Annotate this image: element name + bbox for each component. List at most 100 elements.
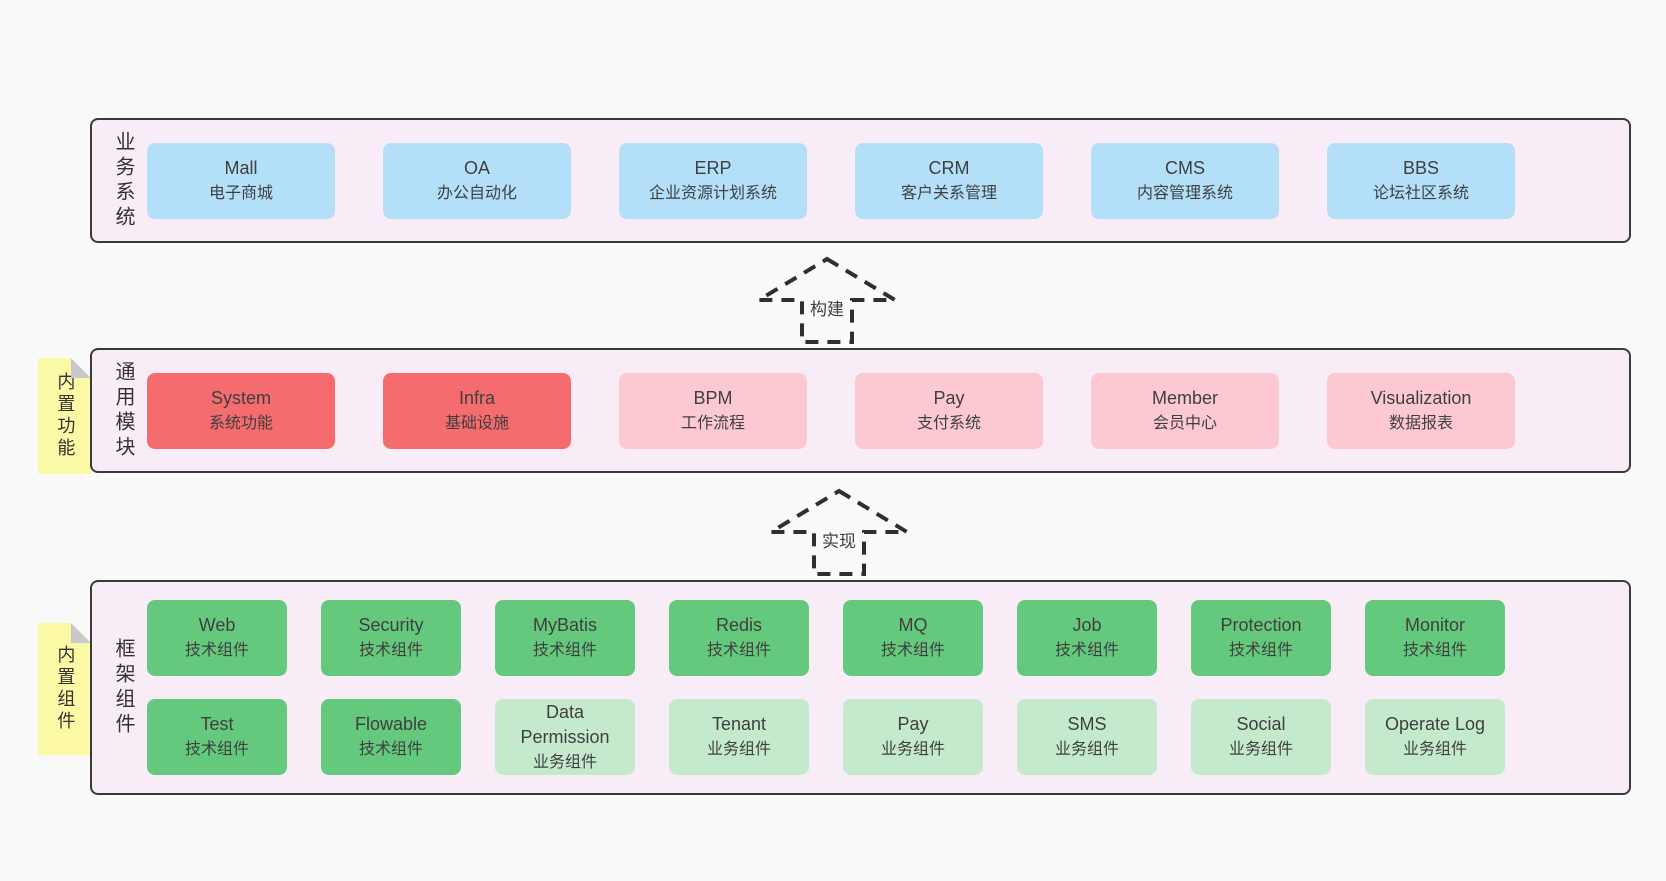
box-subtitle: 业务组件	[1228, 741, 1293, 758]
box-subtitle: 技术组件	[532, 642, 597, 659]
component-box: Infra 基础设施	[383, 372, 571, 449]
box-subtitle: 办公自动化	[436, 184, 517, 202]
component-box: Tenant 业务组件	[669, 699, 809, 775]
component-box: Web 技术组件	[147, 600, 287, 676]
box-title: Pay	[933, 387, 965, 408]
component-box: Pay 业务组件	[843, 699, 983, 775]
component-box: System 系统功能	[147, 372, 335, 449]
common-modules-label: 通用模块	[112, 360, 134, 461]
box-title: Web	[198, 615, 236, 635]
box-title: Infra	[458, 387, 496, 408]
box-title: Data Permission	[520, 701, 610, 747]
component-box: CMS 内容管理系统	[1091, 142, 1279, 219]
box-title: CMS	[1165, 157, 1205, 178]
business-systems-label: 业务系统	[112, 130, 134, 231]
box-title: OA	[463, 157, 490, 178]
built-in-features-note: 内置功能	[38, 358, 91, 474]
box-subtitle: 基础设施	[444, 414, 509, 432]
component-box: Data Permission 业务组件	[495, 699, 635, 775]
box-subtitle: 业务组件	[1402, 741, 1467, 758]
box-subtitle: 技术组件	[880, 642, 945, 659]
box-title: SMS	[1067, 714, 1107, 734]
common-modules-panel: 通用模块 System 系统功能 Infra 基础设施 BPM 工作流程 Pay 支付系统 Me…	[90, 348, 1631, 473]
box-subtitle: 系统功能	[208, 414, 273, 432]
box-subtitle: 技术组件	[358, 741, 423, 758]
box-title: ERP	[694, 157, 732, 178]
component-box: Social 业务组件	[1191, 699, 1331, 775]
box-title: System	[210, 387, 271, 408]
component-box: Operate Log 业务组件	[1365, 699, 1505, 775]
box-subtitle: 支付系统	[916, 414, 981, 432]
box-subtitle: 技术组件	[1054, 642, 1119, 659]
component-box: Test 技术组件	[147, 699, 287, 775]
component-box: Mall 电子商城	[147, 142, 335, 219]
box-title: MQ	[898, 615, 928, 635]
box-subtitle: 业务组件	[1054, 741, 1119, 758]
box-subtitle: 技术组件	[358, 642, 423, 659]
implement-arrow-label: 实现	[819, 526, 859, 553]
box-subtitle: 企业资源计划系统	[648, 184, 777, 202]
box-subtitle: 业务组件	[532, 753, 597, 771]
box-subtitle: 业务组件	[880, 741, 945, 758]
box-subtitle: 工作流程	[680, 414, 745, 432]
component-box: OA 办公自动化	[383, 142, 571, 219]
component-box: BPM 工作流程	[619, 372, 807, 449]
box-title: Mall	[224, 157, 258, 178]
build-arrow-label: 构建	[807, 294, 847, 321]
framework-components-label: 框架组件	[112, 637, 134, 738]
common-modules-row: System 系统功能 Infra 基础设施 BPM 工作流程 Pay 支付系统 Member 会…	[147, 372, 1629, 449]
folded-corner-icon	[71, 358, 91, 378]
box-subtitle: 论坛社区系统	[1372, 184, 1469, 202]
box-subtitle: 业务组件	[706, 741, 771, 758]
box-title: Operate Log	[1384, 714, 1486, 734]
box-title: Tenant	[711, 714, 767, 734]
box-title: Pay	[897, 714, 929, 734]
component-box: Protection 技术组件	[1191, 600, 1331, 676]
business-systems-row: Mall 电子商城 OA 办公自动化 ERP 企业资源计划系统 CRM 客户关系管理 CMS 内容…	[147, 142, 1629, 219]
box-title: Social	[1236, 714, 1286, 734]
implement-arrow: 实现	[764, 486, 914, 578]
component-box: SMS 业务组件	[1017, 699, 1157, 775]
box-subtitle: 技术组件	[1228, 642, 1293, 659]
box-subtitle: 技术组件	[706, 642, 771, 659]
box-subtitle: 数据报表	[1388, 414, 1453, 432]
box-subtitle: 客户关系管理	[900, 184, 997, 202]
built-in-components-note-label: 内置组件	[55, 645, 76, 733]
box-subtitle: 技术组件	[1402, 642, 1467, 659]
box-title: BPM	[693, 387, 733, 408]
box-subtitle: 技术组件	[184, 741, 249, 758]
dashed-up-arrow-icon	[764, 488, 914, 576]
component-box: Visualization 数据报表	[1327, 372, 1515, 449]
component-box: Redis 技术组件	[669, 600, 809, 676]
box-subtitle: 会员中心	[1152, 414, 1217, 432]
built-in-features-note-label: 内置功能	[55, 372, 76, 460]
box-title: Member	[1151, 387, 1218, 408]
box-subtitle: 技术组件	[184, 642, 249, 659]
box-title: Redis	[715, 615, 763, 635]
component-box: MQ 技术组件	[843, 600, 983, 676]
component-box: Monitor 技术组件	[1365, 600, 1505, 676]
dashed-up-arrow-icon	[752, 256, 902, 344]
component-box: Pay 支付系统	[855, 372, 1043, 449]
build-arrow: 构建	[752, 254, 902, 346]
box-title: Visualization	[1370, 387, 1472, 408]
component-box: MyBatis 技术组件	[495, 600, 635, 676]
box-subtitle: 电子商城	[208, 184, 273, 202]
box-title: Test	[200, 714, 234, 734]
built-in-components-note: 内置组件	[38, 623, 91, 755]
box-title: CRM	[928, 157, 970, 178]
box-title: BBS	[1402, 157, 1440, 178]
box-title: MyBatis	[532, 615, 597, 635]
box-title: Monitor	[1404, 615, 1466, 635]
component-box: BBS 论坛社区系统	[1327, 142, 1515, 219]
component-box: Member 会员中心	[1091, 372, 1279, 449]
component-box: CRM 客户关系管理	[855, 142, 1043, 219]
box-subtitle: 内容管理系统	[1136, 184, 1233, 202]
box-title: Protection	[1220, 615, 1302, 635]
